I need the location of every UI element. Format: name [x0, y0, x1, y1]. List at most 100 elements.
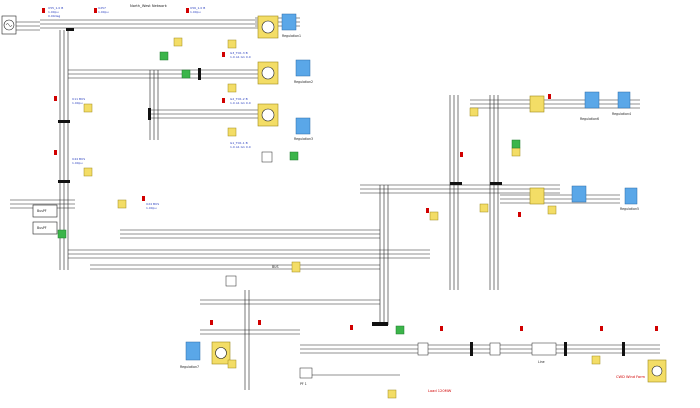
breaker-1[interactable]: [159, 51, 169, 61]
scope-4[interactable]: [584, 91, 600, 109]
breakers: [57, 51, 521, 335]
scope-2[interactable]: [295, 59, 311, 77]
gen3-label-2: 1.0 A1 G1 0.0: [230, 145, 251, 149]
scope-5[interactable]: [617, 91, 631, 109]
marker-19[interactable]: [655, 326, 658, 331]
busbar-5[interactable]: [58, 180, 70, 183]
marker-2[interactable]: [94, 8, 97, 13]
scope-7[interactable]: [624, 187, 638, 205]
trafo-5[interactable]: [83, 103, 93, 113]
trafo-7[interactable]: [117, 199, 127, 209]
breaker-2[interactable]: [181, 69, 191, 79]
voltage-source-icon[interactable]: [1, 15, 17, 35]
regulation7-label: Regulation7: [180, 365, 199, 369]
sum-block-2[interactable]: [32, 221, 58, 235]
marker-17[interactable]: [520, 326, 523, 331]
bus-b-1: U44 BUS: [72, 157, 85, 161]
breaker-4[interactable]: [57, 229, 67, 239]
marker-5[interactable]: [222, 98, 225, 103]
trafo-12[interactable]: [429, 211, 439, 221]
trafo-8[interactable]: [291, 261, 301, 273]
breaker-6[interactable]: [395, 325, 405, 335]
marker-7[interactable]: [54, 150, 57, 155]
marker-8[interactable]: [142, 196, 145, 201]
line-block[interactable]: [531, 342, 557, 356]
busbar-4[interactable]: [58, 120, 70, 123]
scope-3[interactable]: [295, 117, 311, 135]
switch-3[interactable]: [299, 367, 313, 379]
busbar-7[interactable]: [470, 342, 473, 356]
top-mid-line-1: U257: [98, 6, 106, 10]
marker-13[interactable]: [210, 320, 213, 325]
scope-1[interactable]: [281, 13, 297, 31]
trafo-11[interactable]: [479, 203, 489, 213]
right-top-bus: [470, 99, 640, 109]
marker-1[interactable]: [42, 8, 45, 13]
wind-farm-label: CWD Wind Farm: [616, 375, 645, 379]
breaker-3[interactable]: [289, 151, 299, 161]
busbar-2[interactable]: [198, 68, 201, 80]
transformers: [83, 37, 601, 399]
marker-3[interactable]: [186, 8, 189, 13]
bottom-feeder: [300, 344, 660, 354]
bus-bars: [58, 28, 625, 356]
main-horizontal-3: [90, 264, 380, 270]
pf-label: PF 1: [300, 382, 307, 386]
regulation3-label: Regulation3: [294, 137, 313, 141]
generator-4[interactable]: [529, 95, 545, 113]
gen1-label-1: G3_TO1.3 B: [230, 51, 248, 55]
breaker-5[interactable]: [511, 139, 521, 149]
marker-11[interactable]: [518, 212, 521, 217]
bottom-vertical: [244, 290, 250, 390]
marker-18[interactable]: [600, 326, 603, 331]
marker-16[interactable]: [440, 326, 443, 331]
marker-6[interactable]: [54, 96, 57, 101]
mid-vertical: [149, 70, 159, 140]
generator-5[interactable]: [529, 187, 545, 205]
busbar-10[interactable]: [450, 182, 462, 185]
scopes: [185, 13, 638, 361]
marker-4[interactable]: [222, 52, 225, 57]
busbar-1[interactable]: [66, 28, 74, 31]
marker-10[interactable]: [426, 208, 429, 213]
busbar-3[interactable]: [148, 108, 151, 120]
regulation2-label: Regulation2: [294, 80, 313, 84]
trafo-4[interactable]: [173, 37, 183, 47]
row2-bus: [68, 69, 260, 79]
marker-12[interactable]: [548, 94, 551, 99]
switch-4[interactable]: [225, 275, 237, 287]
trafo-9[interactable]: [469, 107, 479, 117]
trafo-15[interactable]: [227, 359, 237, 369]
wind-turbine-icon: [651, 365, 663, 377]
switch-1[interactable]: [417, 342, 429, 356]
switch-5[interactable]: [261, 151, 273, 163]
scope-8[interactable]: [185, 341, 201, 361]
sum-block-1[interactable]: [32, 204, 58, 218]
trafo-1[interactable]: [227, 39, 237, 49]
trafo-3[interactable]: [227, 127, 237, 137]
switches: [225, 151, 557, 379]
row3-bus: [150, 109, 260, 119]
trafo-6[interactable]: [83, 167, 93, 177]
busbar-11[interactable]: [490, 182, 502, 185]
network-title: North_West Network: [130, 4, 168, 8]
trafo-16[interactable]: [387, 389, 397, 399]
top-mid-line-2: 1.00pu: [98, 10, 109, 14]
main-horizontal-2: [120, 229, 380, 239]
trafo-13[interactable]: [547, 205, 557, 215]
trafo-14[interactable]: [591, 355, 601, 365]
marker-15[interactable]: [350, 325, 353, 330]
busbar-9[interactable]: [622, 342, 625, 356]
generator-3-icon: [261, 108, 275, 122]
scope-6[interactable]: [571, 185, 587, 203]
switch-2[interactable]: [489, 342, 501, 356]
bus-a-2: 1.00pu: [72, 101, 83, 105]
trafo-10[interactable]: [511, 147, 521, 157]
marker-9[interactable]: [460, 152, 463, 157]
busbar-8[interactable]: [564, 342, 567, 356]
busbar-6[interactable]: [372, 322, 388, 326]
marker-14[interactable]: [258, 320, 261, 325]
regulation6-label: Regulation6: [580, 117, 599, 121]
trafo-2[interactable]: [227, 83, 237, 93]
